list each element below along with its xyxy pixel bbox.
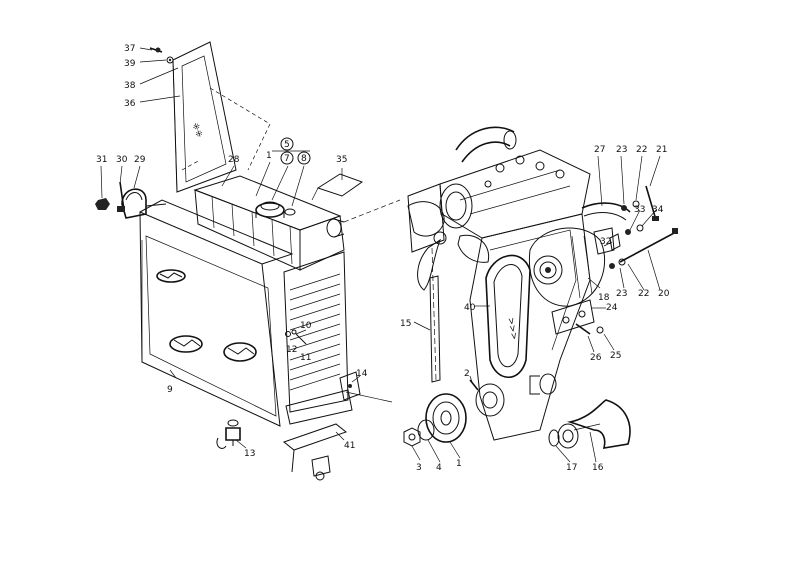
callout-c3: 3 (416, 463, 422, 473)
callout-c28: 28 (228, 155, 240, 165)
mounting-plate-41 (282, 423, 348, 481)
adjusting-bracket-24 (551, 299, 595, 335)
shroud-logo-1 (156, 269, 186, 283)
nut-3-icon (403, 427, 421, 447)
callout-c1b: 1 (456, 459, 462, 469)
callout-c24: 24 (606, 303, 618, 313)
washer-22b-icon (618, 258, 626, 266)
callout-c40: 40 (464, 303, 476, 313)
callout-c21: 21 (656, 145, 667, 155)
long-bolt-20 (619, 228, 678, 263)
callout-c2: 2 (464, 369, 470, 379)
bolt-30-icon (117, 181, 125, 212)
callout-c11: 11 (300, 353, 311, 363)
callout-c23b: 23 (616, 289, 627, 299)
clip-32-icon (609, 233, 621, 251)
callout-c14: 14 (356, 369, 368, 379)
radiator-shroud (139, 199, 294, 427)
callout-c25: 25 (610, 351, 621, 361)
washer-12-icon (285, 331, 291, 337)
radiator-frame-gasket: ⁜⁜ (172, 41, 237, 193)
engine-block (407, 126, 591, 441)
fan-belt-40: >>> (485, 254, 531, 378)
lower-hose-16 (557, 399, 631, 449)
callout-c39: 39 (124, 59, 136, 69)
washer-22a-icon (632, 200, 640, 208)
svg-text:>>>: >>> (505, 317, 519, 341)
nut-33-icon (625, 229, 631, 235)
rod-15 (429, 275, 441, 383)
drain-cock-13 (216, 419, 241, 449)
shroud-logo-3 (223, 342, 257, 362)
nut-23a-icon (621, 205, 627, 211)
callout-c18: 18 (598, 293, 610, 303)
alternator-18 (528, 227, 615, 307)
label-tag-35 (311, 173, 364, 201)
callout-c22b: 22 (638, 289, 649, 299)
callout-c4: 4 (436, 463, 442, 473)
bolt-21-icon (645, 185, 659, 221)
filler-cap (255, 201, 296, 218)
frame-guide-lines (181, 87, 271, 171)
washer-25-icon (596, 326, 604, 334)
callout-c23a: 23 (616, 145, 627, 155)
callout-c31: 31 (96, 155, 107, 165)
screw-10-icon (291, 329, 307, 345)
callout-c12: 12 (286, 345, 297, 355)
lower-outlet (529, 373, 557, 395)
callout-c29: 29 (134, 155, 146, 165)
callout-c9: 9 (167, 385, 173, 395)
fan-axis-line (431, 247, 437, 381)
callout-circles (272, 137, 311, 165)
callout-c35: 35 (336, 155, 347, 165)
head-studs (484, 155, 565, 188)
callout-c17: 17 (566, 463, 577, 473)
callout-c22a: 22 (636, 145, 647, 155)
radiator-fins (289, 273, 341, 391)
bolt-26-icon (575, 323, 591, 335)
callout-c8: 8 (301, 154, 307, 164)
upper-hose-outlet (326, 218, 345, 238)
callout-c7: 7 (284, 154, 290, 164)
callout-c26: 26 (590, 353, 602, 363)
cooling-fan (407, 201, 490, 291)
callout-c36: 36 (124, 99, 136, 109)
nut-31-icon (95, 198, 110, 210)
callout-c27: 27 (594, 145, 605, 155)
hose-connection-line (343, 199, 401, 223)
radiator-core (193, 175, 353, 425)
bracket-29 (121, 188, 167, 219)
callout-c5: 5 (284, 140, 290, 150)
mount-bracket-14 (339, 371, 361, 401)
screw-37-icon (149, 47, 163, 53)
shroud-logo-2 (169, 335, 203, 353)
crank-pulley-1 (425, 383, 505, 443)
nut-23b-icon (609, 263, 615, 269)
callout-c13: 13 (244, 449, 255, 459)
washer-4-icon (417, 419, 435, 441)
mount-leader-line (345, 391, 393, 403)
callout-c41: 41 (344, 441, 355, 451)
callout-c38: 38 (124, 81, 136, 91)
callout-c33: 33 (634, 205, 645, 215)
callout-c1a: 1 (266, 151, 272, 161)
callout-c37: 37 (124, 44, 135, 54)
clamp-17-icon (548, 429, 560, 447)
callout-c32: 32 (600, 237, 611, 247)
bolt-2-icon (469, 379, 479, 391)
pipe-27 (581, 202, 631, 221)
callout-c30: 30 (116, 155, 128, 165)
washer-39-icon (166, 56, 174, 64)
callout-c10: 10 (300, 321, 312, 331)
callout-c20: 20 (658, 289, 670, 299)
callout-c15: 15 (400, 319, 411, 329)
svg-text:⁜⁜: ⁜⁜ (189, 122, 204, 140)
callout-c34: 34 (652, 205, 664, 215)
washer-34-icon (636, 224, 644, 232)
callout-c16: 16 (592, 463, 604, 473)
leader-lines (100, 47, 661, 463)
